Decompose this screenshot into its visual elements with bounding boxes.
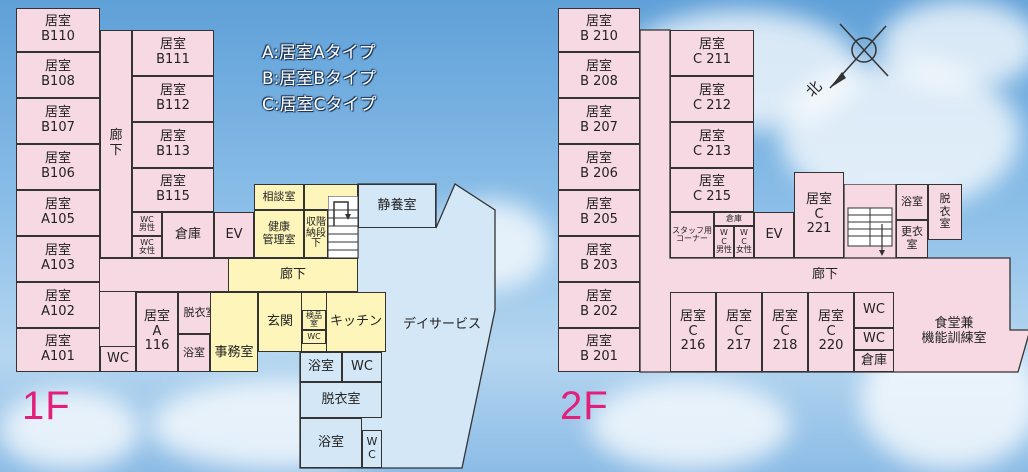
staff-corner: スタッフ用 コーナー	[670, 212, 714, 258]
room-b210[interactable]: 居室 B 210	[558, 8, 640, 52]
storage-2f-small: 倉庫	[714, 212, 754, 226]
room-c212[interactable]: 居室 C 212	[670, 76, 754, 122]
stairs-icon	[328, 196, 358, 258]
corridor-1f-yellow: 廊下	[228, 258, 358, 292]
entrance-kitchen-gap	[302, 292, 326, 310]
compass-icon	[829, 23, 889, 89]
bath-2f: 浴室	[896, 184, 928, 220]
room-a102[interactable]: 居室 A102	[16, 282, 100, 328]
elevator-2f: EV	[754, 212, 794, 258]
corridor-horizontal-left	[100, 258, 230, 292]
wc-1f-b: WC	[342, 352, 382, 382]
room-c221[interactable]: 居室 C 221	[794, 172, 844, 258]
dressing-room-1f-b: 脱衣室	[300, 382, 382, 418]
dressing-room-2f: 脱 衣 室	[928, 184, 962, 240]
inspection-room: 検品室	[302, 310, 326, 330]
corridor-label: 廊 下	[109, 128, 123, 158]
wc-male-1f: WC 男性	[132, 212, 162, 236]
wc-1f-c: W C	[362, 430, 382, 468]
dining-training-room[interactable]: 食堂兼 機能訓練室	[921, 316, 987, 346]
room-b207[interactable]: 居室 B 207	[558, 98, 640, 144]
bath-1f-c: 浴室	[300, 418, 362, 468]
day-service[interactable]: デイサービス	[402, 316, 481, 332]
room-c213[interactable]: 居室 C 213	[670, 122, 754, 168]
room-a103[interactable]: 居室 A103	[16, 236, 100, 282]
room-c215[interactable]: 居室 C 215	[670, 168, 754, 212]
room-a116[interactable]: 居室 A 116	[136, 292, 178, 372]
wc-bottom-left: WC	[100, 346, 136, 372]
elevator-1f: EV	[214, 212, 254, 258]
legend-item-b: B:居室Bタイプ	[262, 69, 377, 89]
office[interactable]: 事務室	[210, 292, 258, 372]
legend: A:居室Aタイプ B:居室Bタイプ C:居室Cタイプ	[262, 40, 376, 118]
wc-female-1f: WC 女性	[132, 236, 162, 258]
room-c220[interactable]: 居室 C 220	[808, 292, 854, 372]
room-b208[interactable]: 居室 B 208	[558, 52, 640, 98]
wc-female-2f: W C 女性	[734, 226, 754, 258]
stairs-2f-icon	[844, 184, 896, 258]
room-b108[interactable]: 居室 B108	[16, 52, 100, 98]
wc-2f-a: WC	[854, 292, 894, 328]
room-b206[interactable]: 居室 B 206	[558, 144, 640, 190]
wc-2f-b: WC	[854, 328, 894, 350]
room-b201[interactable]: 居室 B 201	[558, 328, 640, 372]
corridor-bottom-left	[100, 292, 136, 346]
corridor-2f: 廊下	[811, 266, 838, 282]
room-a101[interactable]: 居室 A101	[16, 328, 100, 372]
room-b205[interactable]: 居室 B 205	[558, 190, 640, 236]
consultation-room[interactable]: 相談室	[254, 184, 304, 210]
kitchen[interactable]: キッチン	[326, 292, 386, 352]
kitchen-bottom-gap	[302, 344, 326, 352]
room-b112[interactable]: 居室 B112	[132, 76, 214, 122]
room-a105[interactable]: 居室 A105	[16, 190, 100, 236]
room-b107[interactable]: 居室 B107	[16, 98, 100, 144]
room-b106[interactable]: 居室 B106	[16, 144, 100, 190]
room-c216[interactable]: 居室 C 216	[670, 292, 716, 372]
room-c218[interactable]: 居室 C 218	[762, 292, 808, 372]
floor-label-2f: 2F	[560, 384, 609, 428]
room-b115[interactable]: 居室 B115	[132, 168, 214, 212]
legend-item-a: A:居室Aタイプ	[262, 43, 376, 63]
room-c211[interactable]: 居室 C 211	[670, 30, 754, 76]
wc-small: WC	[302, 330, 326, 344]
room-b111[interactable]: 居室 B111	[132, 30, 214, 76]
room-c217[interactable]: 居室 C 217	[716, 292, 762, 372]
entrance[interactable]: 玄関	[258, 292, 302, 352]
rest-room[interactable]: 静養室	[358, 184, 436, 228]
stair-storage: 収階 納段 下	[304, 210, 328, 258]
storage-1f: 倉庫	[162, 212, 214, 258]
corridor-vertical: 廊 下	[100, 30, 132, 258]
changing-room: 更衣 室	[896, 220, 928, 258]
legend-item-c: C:居室Cタイプ	[262, 95, 377, 115]
bath-1f-b: 浴室	[300, 352, 342, 382]
health-room[interactable]: 健康 管理室	[254, 210, 304, 258]
bath-1f: 浴室	[178, 334, 210, 372]
room-b202[interactable]: 居室 B 202	[558, 282, 640, 328]
floor-label-1f: 1F	[22, 384, 71, 428]
wc-male-2f: W C 男性	[714, 226, 734, 258]
room-b113[interactable]: 居室 B113	[132, 122, 214, 168]
storage-2f: 倉庫	[854, 350, 894, 372]
room-b110[interactable]: 居室 B110	[16, 8, 100, 52]
room-b203[interactable]: 居室 B 203	[558, 236, 640, 282]
